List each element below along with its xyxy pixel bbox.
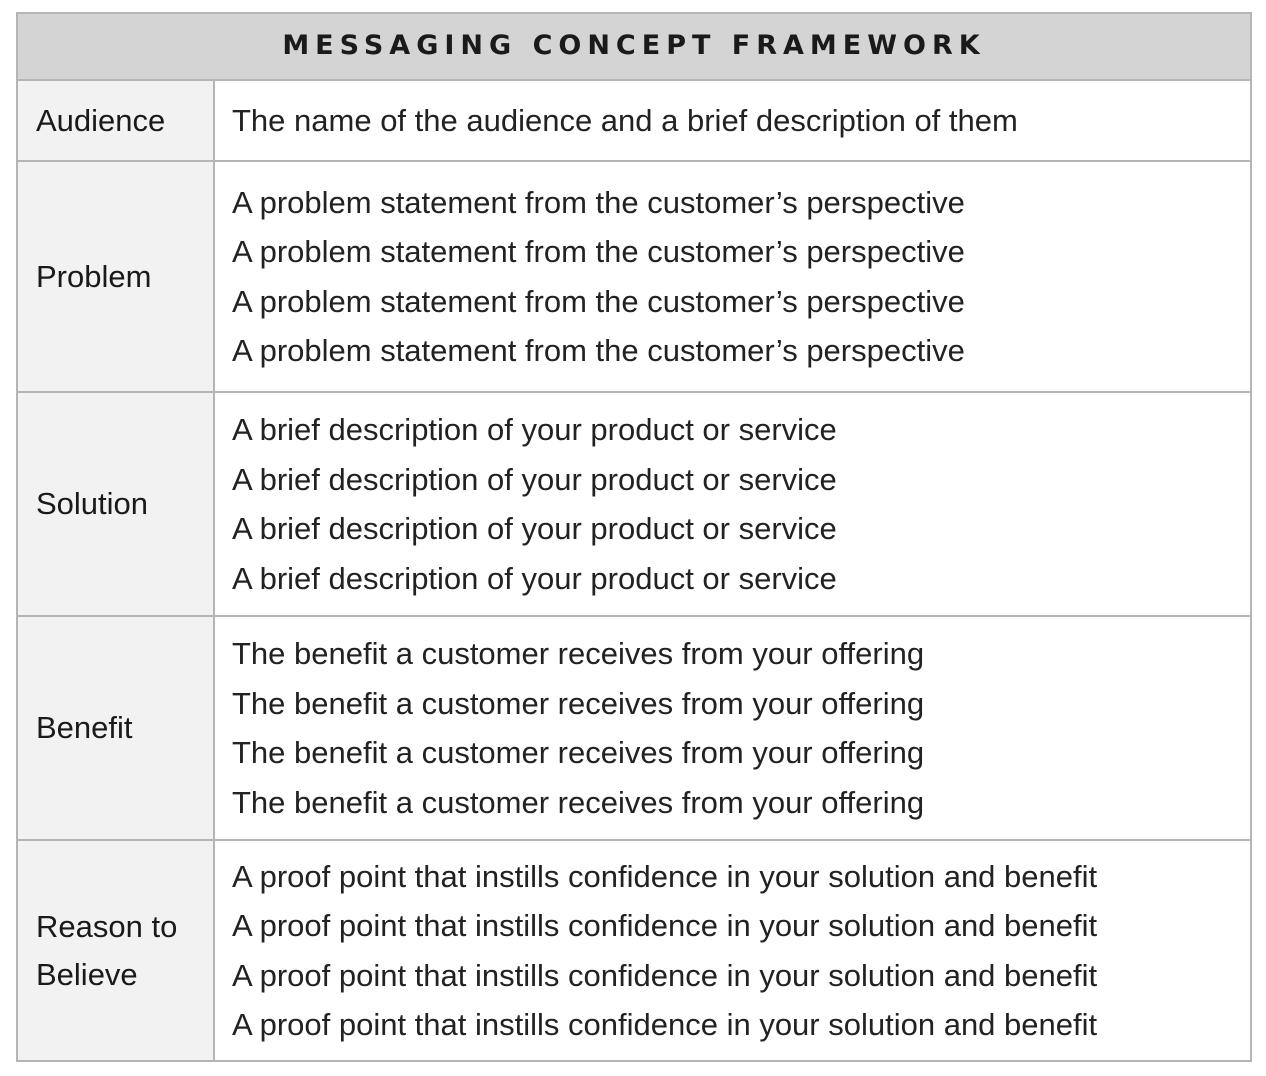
row-content-benefit: The benefit a customer receives from you… — [215, 617, 1250, 841]
content-line: A proof point that instills confidence i… — [232, 957, 1098, 993]
content-line: A brief description of your product or s… — [232, 560, 837, 596]
content-line: The benefit a customer receives from you… — [232, 636, 925, 671]
content-line: A brief description of your product or s… — [232, 511, 837, 546]
content-line: A proof point that instills confidence i… — [232, 908, 1098, 943]
row-content-problem: A problem statement from the customer’s … — [215, 162, 1250, 393]
content-line: A problem statement from the customer’s … — [232, 283, 965, 319]
content-line: The benefit a customer receives from you… — [232, 685, 925, 721]
row-label-benefit: Benefit — [18, 617, 215, 841]
content-line: A brief description of your product or s… — [232, 412, 837, 447]
row-label-audience: Audience — [18, 81, 215, 162]
row-content-audience: The name of the audience and a brief des… — [215, 81, 1250, 162]
content-line: The benefit a customer receives from you… — [232, 784, 925, 820]
table-title: MESSAGING CONCEPT FRAMEWORK — [18, 14, 1250, 81]
content-line: A problem statement from the customer’s … — [232, 333, 965, 368]
content-line: A problem statement from the customer’s … — [232, 184, 965, 220]
content-line: A problem statement from the customer’s … — [232, 234, 965, 269]
row-content-reason-to-believe: A proof point that instills confidence i… — [215, 841, 1250, 1060]
row-label-problem: Problem — [18, 162, 215, 393]
row-content-solution: A brief description of your product or s… — [215, 393, 1250, 617]
label-line: Believe — [36, 956, 138, 992]
content-line: The benefit a customer receives from you… — [232, 735, 925, 770]
row-label-solution: Solution — [18, 393, 215, 617]
content-line: A proof point that instills confidence i… — [232, 1007, 1098, 1042]
content-line: The name of the audience and a brief des… — [232, 102, 1018, 138]
label-line: Reason to — [36, 908, 178, 944]
content-line: A brief description of your product or s… — [232, 461, 837, 497]
content-line: A proof point that instills confidence i… — [232, 858, 1098, 894]
row-label-reason-to-believe: Reason to Believe — [18, 841, 215, 1060]
framework-table: MESSAGING CONCEPT FRAMEWORK Audience The… — [16, 12, 1252, 1062]
